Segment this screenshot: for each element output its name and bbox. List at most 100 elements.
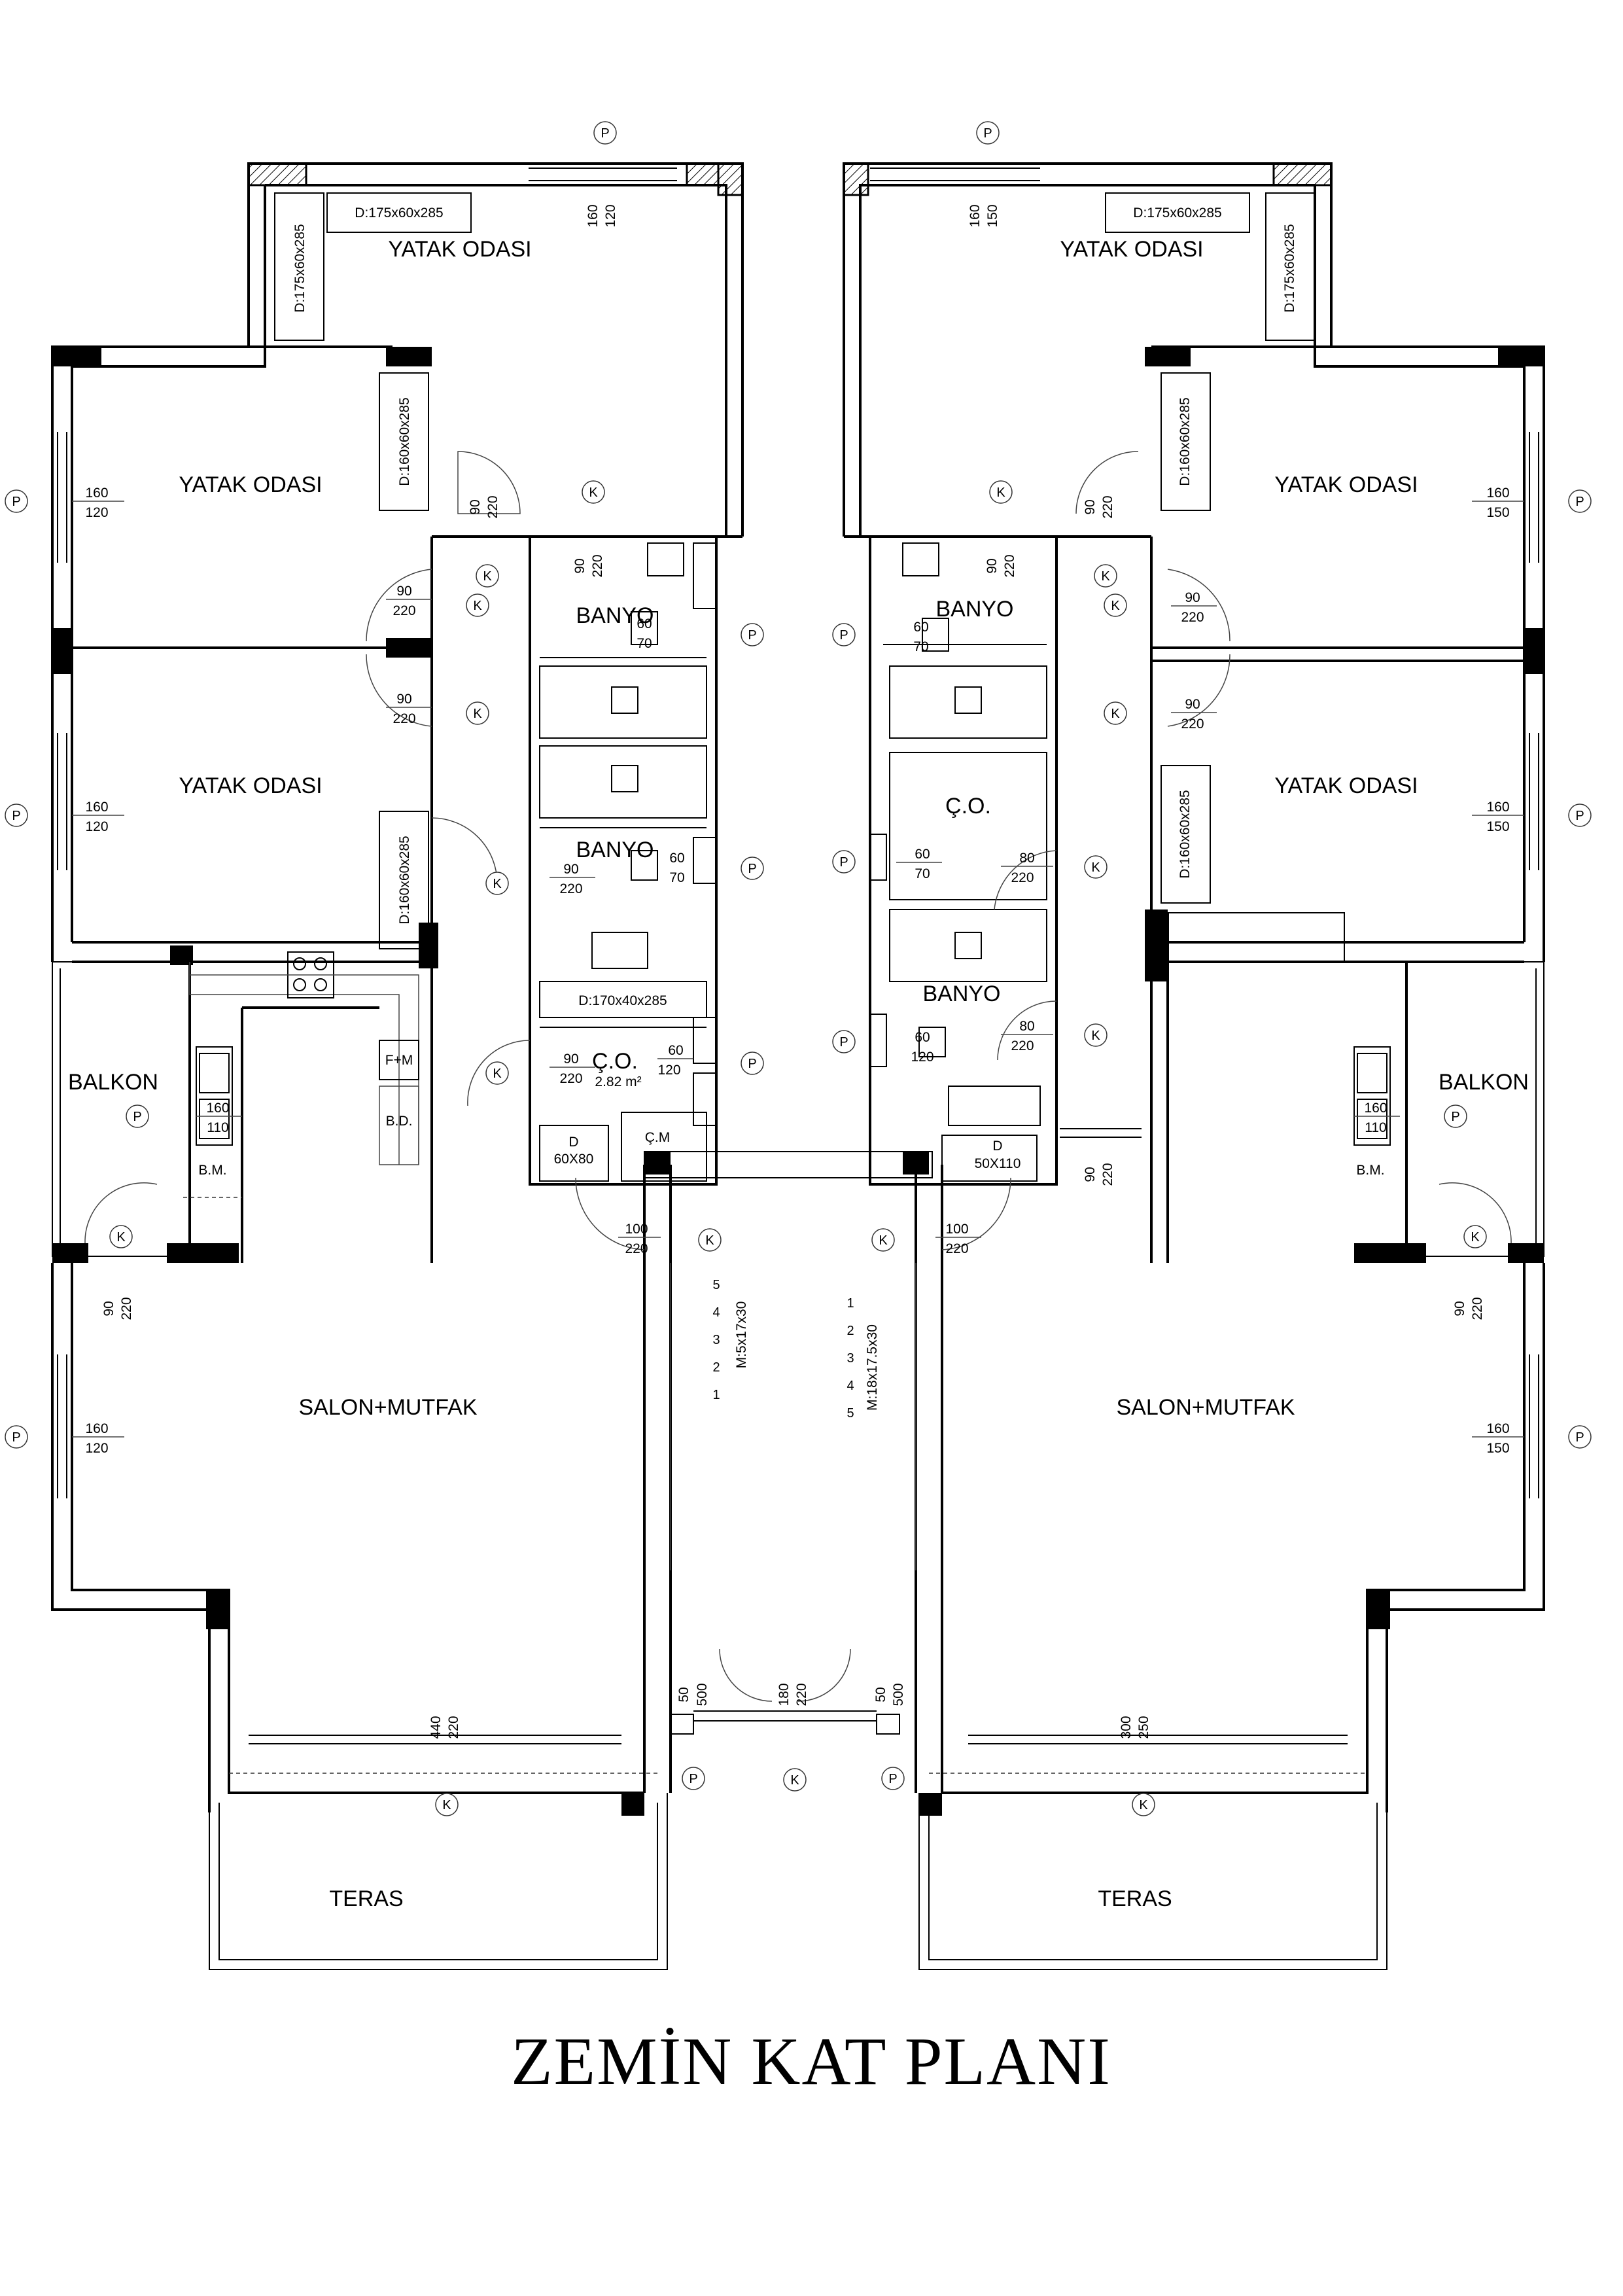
fridge-label: F+M: [385, 1053, 413, 1068]
dim-bottom: 150: [1486, 819, 1509, 834]
room-left-balcony: BALKON: [68, 1070, 158, 1095]
dim-top: 90: [468, 499, 483, 514]
left-unit-walls: [51, 162, 744, 1970]
dim-bottom: 120: [657, 1063, 680, 1078]
step-number: 4: [846, 1379, 854, 1393]
dim-top: 50: [873, 1687, 888, 1702]
door-swings: [84, 451, 1512, 1702]
window-marker-icon: P: [741, 1051, 764, 1075]
plan-title: ZEMİN KAT PLANI: [511, 2024, 1111, 2099]
room-left-terrace: TERAS: [329, 1886, 403, 1911]
marker-letter: P: [1575, 1430, 1584, 1445]
wardrobe-label: D:175x60x285: [1133, 205, 1221, 221]
step-number: 1: [712, 1388, 720, 1402]
marker-letter: P: [12, 1430, 20, 1445]
dim-top: 80: [1019, 851, 1034, 866]
window-marker-icon: P: [881, 1767, 905, 1790]
dim-bottom: 220: [393, 711, 415, 726]
marker-letter: P: [983, 126, 992, 141]
door-marker-icon: K: [435, 1793, 459, 1816]
area-label: 2.82 m²: [595, 1074, 641, 1089]
marker-letter: K: [483, 569, 492, 584]
dim-bottom: 220: [590, 554, 605, 577]
room-right-bed-2: YATAK ODASI: [1274, 773, 1418, 798]
window-marker-icon: P: [832, 850, 856, 874]
window-marker-icon: P: [741, 857, 764, 880]
dim-bottom: 150: [985, 204, 1000, 227]
wardrobe-label: D:170x40x285: [578, 993, 667, 1008]
dim-top: 160: [85, 486, 108, 501]
dim-top: 90: [572, 558, 587, 573]
door-markers: K K K K K K K K K K K K K K K K K K K: [109, 480, 1487, 1816]
step-number: 3: [712, 1333, 720, 1347]
dim-top: 160: [206, 1101, 229, 1116]
marker-letter: K: [493, 1067, 502, 1081]
marker-letter: K: [493, 877, 502, 891]
door-marker-icon: K: [466, 593, 489, 617]
stair-steps-right: 1 2 3 4 5: [846, 1296, 854, 1421]
marker-letter: K: [473, 707, 482, 721]
laundry-label: Ç.M: [645, 1130, 671, 1145]
window-marker-icon: P: [1568, 1425, 1592, 1449]
room-left-top-bed: YATAK ODASI: [388, 237, 531, 262]
dim-top: 100: [625, 1222, 648, 1237]
stair-lines: [670, 1263, 916, 1570]
marker-letter: P: [133, 1110, 141, 1124]
step-number: 5: [712, 1278, 720, 1292]
door-marker-icon: K: [1463, 1225, 1487, 1248]
marker-letter: K: [442, 1798, 451, 1812]
window-marker-icon: P: [5, 804, 28, 827]
dim-top: 160: [585, 204, 601, 227]
step-number: 2: [712, 1360, 720, 1375]
door-marker-icon: K: [871, 1228, 895, 1252]
dim-bottom: 120: [85, 505, 108, 520]
dim-top: 160: [1486, 800, 1509, 815]
dim-bottom: 70: [913, 639, 928, 654]
right-wet-core: [869, 535, 1142, 1186]
stair-right-label: M:18x17.5x30: [865, 1324, 880, 1411]
dim-bottom: 220: [559, 1071, 582, 1086]
room-right-bath-2: BANYO: [922, 981, 1000, 1006]
dim-top: 60: [915, 1030, 930, 1045]
window-marker-icon: P: [976, 121, 1000, 145]
wardrobe-label: D:175x60x285: [292, 224, 307, 312]
room-left-bath-2: BANYO: [576, 838, 654, 862]
step-number: 3: [846, 1351, 854, 1366]
door-marker-icon: K: [783, 1768, 807, 1792]
dim-bottom: 250: [1136, 1716, 1151, 1739]
marker-letter: K: [1111, 707, 1120, 721]
door-marker-icon: K: [698, 1228, 722, 1252]
step-number: 1: [846, 1296, 854, 1311]
wardrobe-label: D:175x60x285: [1282, 224, 1297, 312]
marker-letter: P: [601, 126, 609, 141]
marker-letter: K: [1471, 1230, 1480, 1245]
dishwasher-label: B.D.: [386, 1114, 413, 1129]
marker-letter: P: [1451, 1110, 1459, 1124]
window-marker-icon: P: [1444, 1104, 1467, 1128]
room-left-living: SALON+MUTFAK: [298, 1395, 477, 1420]
door-marker-icon: K: [485, 872, 509, 895]
wardrobe-label: D:160x60x285: [1178, 790, 1193, 878]
marker-letter: K: [1139, 1798, 1148, 1812]
window-dimensions: 160 120 160 120 160 120 160 110 160 120 …: [72, 204, 1524, 1739]
dim-top: 160: [1364, 1101, 1387, 1116]
duct-label: D: [568, 1135, 578, 1150]
dim-bottom: 220: [625, 1241, 648, 1256]
marker-letter: P: [748, 862, 756, 876]
marker-letter: P: [748, 628, 756, 643]
door-marker-icon: K: [1084, 855, 1108, 879]
stair-steps-left: 5 4 3 2 1: [712, 1278, 720, 1402]
dim-top: 90: [1185, 590, 1200, 605]
marker-letter: P: [839, 628, 848, 643]
marker-letter: K: [589, 486, 598, 500]
door-marker-icon: K: [109, 1225, 133, 1248]
wardrobe-label: D:160x60x285: [397, 836, 412, 924]
step-number: 4: [712, 1305, 720, 1320]
dim-bottom: 220: [1011, 1038, 1034, 1053]
dim-top: 80: [1019, 1019, 1034, 1034]
dim-top: 440: [428, 1716, 444, 1739]
dim-top: 160: [1486, 1421, 1509, 1436]
dim-bottom: 220: [794, 1683, 809, 1706]
dim-bottom: 110: [1365, 1120, 1386, 1135]
